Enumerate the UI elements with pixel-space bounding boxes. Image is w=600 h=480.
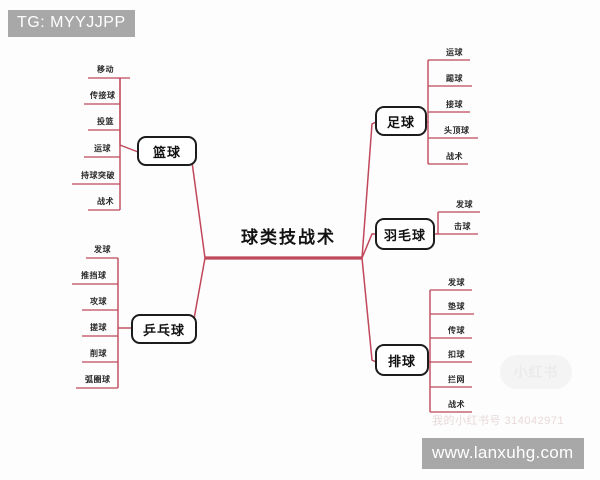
branch-node-table-tennis[interactable]: 乒乓球 — [131, 314, 197, 344]
leaf-football-2[interactable]: 接球 — [444, 99, 465, 110]
root-node[interactable]: 球类技战术 — [237, 222, 340, 249]
leaf-football-3[interactable]: 头顶球 — [442, 125, 472, 136]
branch-node-football[interactable]: 足球 — [375, 106, 427, 136]
leaf-table-tennis-2[interactable]: 攻球 — [88, 296, 109, 307]
leaf-table-tennis-4[interactable]: 削球 — [88, 348, 109, 359]
leaf-football-4[interactable]: 战术 — [444, 151, 465, 162]
telegram-tag-watermark: TG: MYYJJPP — [8, 10, 135, 37]
leaf-basketball-5[interactable]: 战术 — [95, 196, 116, 207]
leaf-basketball-4[interactable]: 持球突破 — [79, 170, 117, 181]
branch-node-badminton[interactable]: 羽毛球 — [375, 218, 435, 250]
leaf-table-tennis-5[interactable]: 弧圈球 — [83, 374, 113, 385]
leaf-football-1[interactable]: 踢球 — [444, 73, 465, 84]
leaf-table-tennis-3[interactable]: 搓球 — [88, 322, 109, 333]
leaf-basketball-1[interactable]: 传接球 — [88, 90, 118, 101]
leaf-table-tennis-1[interactable]: 推挡球 — [79, 270, 109, 281]
leaf-badminton-1[interactable]: 击球 — [452, 221, 473, 232]
leaf-volleyball-5[interactable]: 战术 — [446, 399, 467, 410]
leaf-volleyball-0[interactable]: 发球 — [446, 277, 467, 288]
xiaohongshu-id-watermark: 我的小红书号 314042971 — [432, 415, 565, 427]
leaf-volleyball-2[interactable]: 传球 — [446, 325, 467, 336]
leaf-volleyball-4[interactable]: 拦网 — [446, 374, 467, 385]
leaf-badminton-0[interactable]: 发球 — [454, 199, 475, 210]
leaf-football-0[interactable]: 运球 — [444, 47, 465, 58]
branch-node-volleyball[interactable]: 排球 — [375, 344, 429, 376]
leaf-volleyball-1[interactable]: 垫球 — [446, 301, 467, 312]
xiaohongshu-logo-watermark: 小红书 — [500, 355, 572, 389]
branch-node-basketball[interactable]: 篮球 — [137, 136, 197, 166]
leaf-basketball-3[interactable]: 运球 — [92, 143, 113, 154]
leaf-basketball-0[interactable]: 移动 — [95, 64, 116, 75]
leaf-table-tennis-0[interactable]: 发球 — [92, 244, 113, 255]
leaf-basketball-2[interactable]: 投篮 — [95, 116, 116, 127]
site-url-watermark: www.lanxuhg.com — [422, 438, 584, 469]
leaf-volleyball-3[interactable]: 扣球 — [446, 349, 467, 360]
